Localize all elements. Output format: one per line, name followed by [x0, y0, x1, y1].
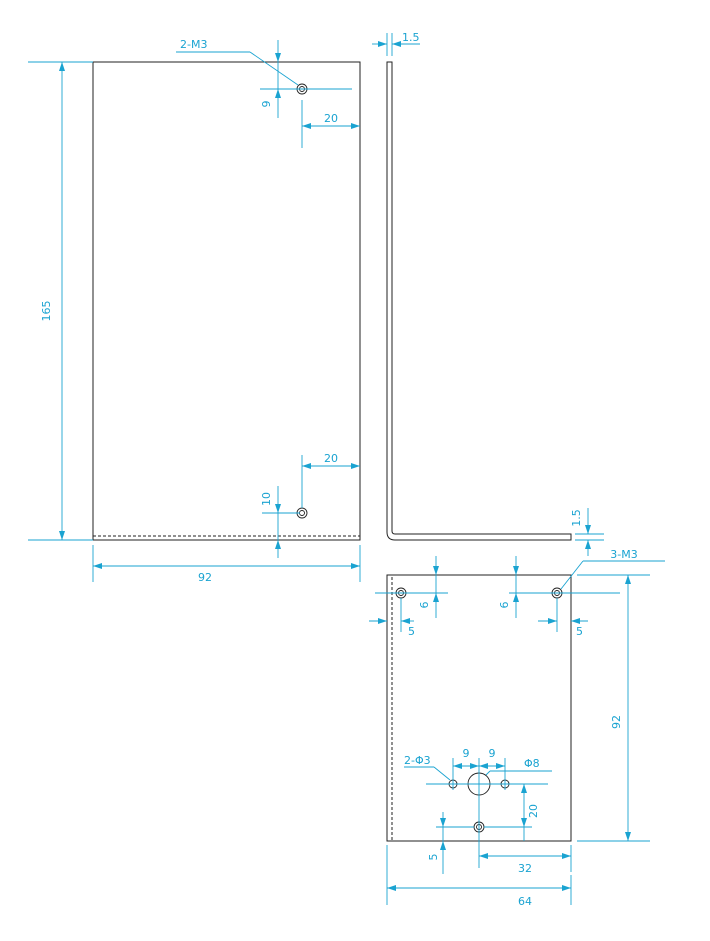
bottom-phi3-leader: 2-Φ3 — [404, 754, 451, 781]
dim-bottom-5: 5 — [427, 812, 474, 874]
bottom-width-label: 64 — [518, 895, 532, 908]
bottom-m3-callout: 3-M3 — [610, 548, 637, 561]
bottom-phi8-leader: Φ8 — [485, 757, 552, 776]
bottom-height-label: 92 — [610, 715, 623, 729]
front-bottom-hole-edge-label: 20 — [324, 452, 338, 465]
side-top-thickness-label: 1.5 — [402, 31, 420, 44]
bottom-spacing-right-label: 9 — [489, 747, 496, 760]
front-plate-outline — [92, 61, 361, 541]
bottom-view: 3-M3 6 5 6 — [369, 548, 665, 908]
bottom-spacing-left-label: 9 — [463, 747, 470, 760]
dim-front-bottom-10: 10 — [260, 486, 300, 558]
bottom-big-hole-callout: Φ8 — [524, 757, 540, 770]
dim-front-top-20: 20 — [301, 100, 360, 148]
dim-bottom-spacing: 9 9 — [452, 747, 506, 868]
dim-bottom-height: 92 — [577, 574, 650, 842]
front-top-callout: 2-M3 — [180, 38, 207, 51]
side-profile-outline — [386, 61, 572, 541]
front-m3-leader: 2-M3 — [176, 38, 299, 86]
bottom-left-5-label: 5 — [408, 625, 415, 638]
dim-front-height: 165 — [28, 61, 93, 541]
side-bottom-thickness-label: 1.5 — [570, 509, 583, 527]
dim-front-width: 92 — [92, 545, 361, 584]
dim-bottom-left-6: 6 — [375, 556, 448, 618]
dim-front-bottom-20: 20 — [301, 452, 360, 508]
bottom-right-6-label: 6 — [498, 602, 511, 609]
front-height-label: 165 — [40, 301, 53, 322]
bottom-left-6-label: 6 — [418, 602, 431, 609]
bottom-right-5-label: 5 — [576, 625, 583, 638]
dim-bottom-20: 20 — [484, 784, 540, 841]
dim-bottom-32: 32 — [479, 845, 572, 875]
bottom-small-holes-callout: 2-Φ3 — [404, 754, 431, 767]
dim-front-top-9: 9 — [260, 40, 352, 118]
front-top-hole-edge-label: 20 — [324, 112, 338, 125]
dim-bottom-width: 64 — [386, 845, 572, 908]
dim-bottom-right-5: 5 — [538, 598, 588, 638]
bottom-m3-leader: 3-M3 — [560, 548, 665, 590]
front-view: 165 92 2-M3 9 — [28, 38, 361, 584]
bottom-vertical-20-label: 20 — [527, 804, 540, 818]
dim-bottom-right-6: 6 — [498, 556, 620, 618]
dim-side-bottom-thickness: 1.5 — [570, 508, 604, 556]
side-view: 1.5 1.5 — [372, 31, 604, 556]
front-bottom-hole-offset-label: 10 — [260, 492, 273, 506]
dim-bottom-left-5: 5 — [369, 598, 415, 638]
front-top-hole-offset-label: 9 — [260, 101, 273, 108]
bottom-32-label: 32 — [518, 862, 532, 875]
bottom-5-label: 5 — [427, 854, 440, 861]
front-width-label: 92 — [198, 571, 212, 584]
dim-side-top-thickness: 1.5 — [372, 31, 420, 56]
